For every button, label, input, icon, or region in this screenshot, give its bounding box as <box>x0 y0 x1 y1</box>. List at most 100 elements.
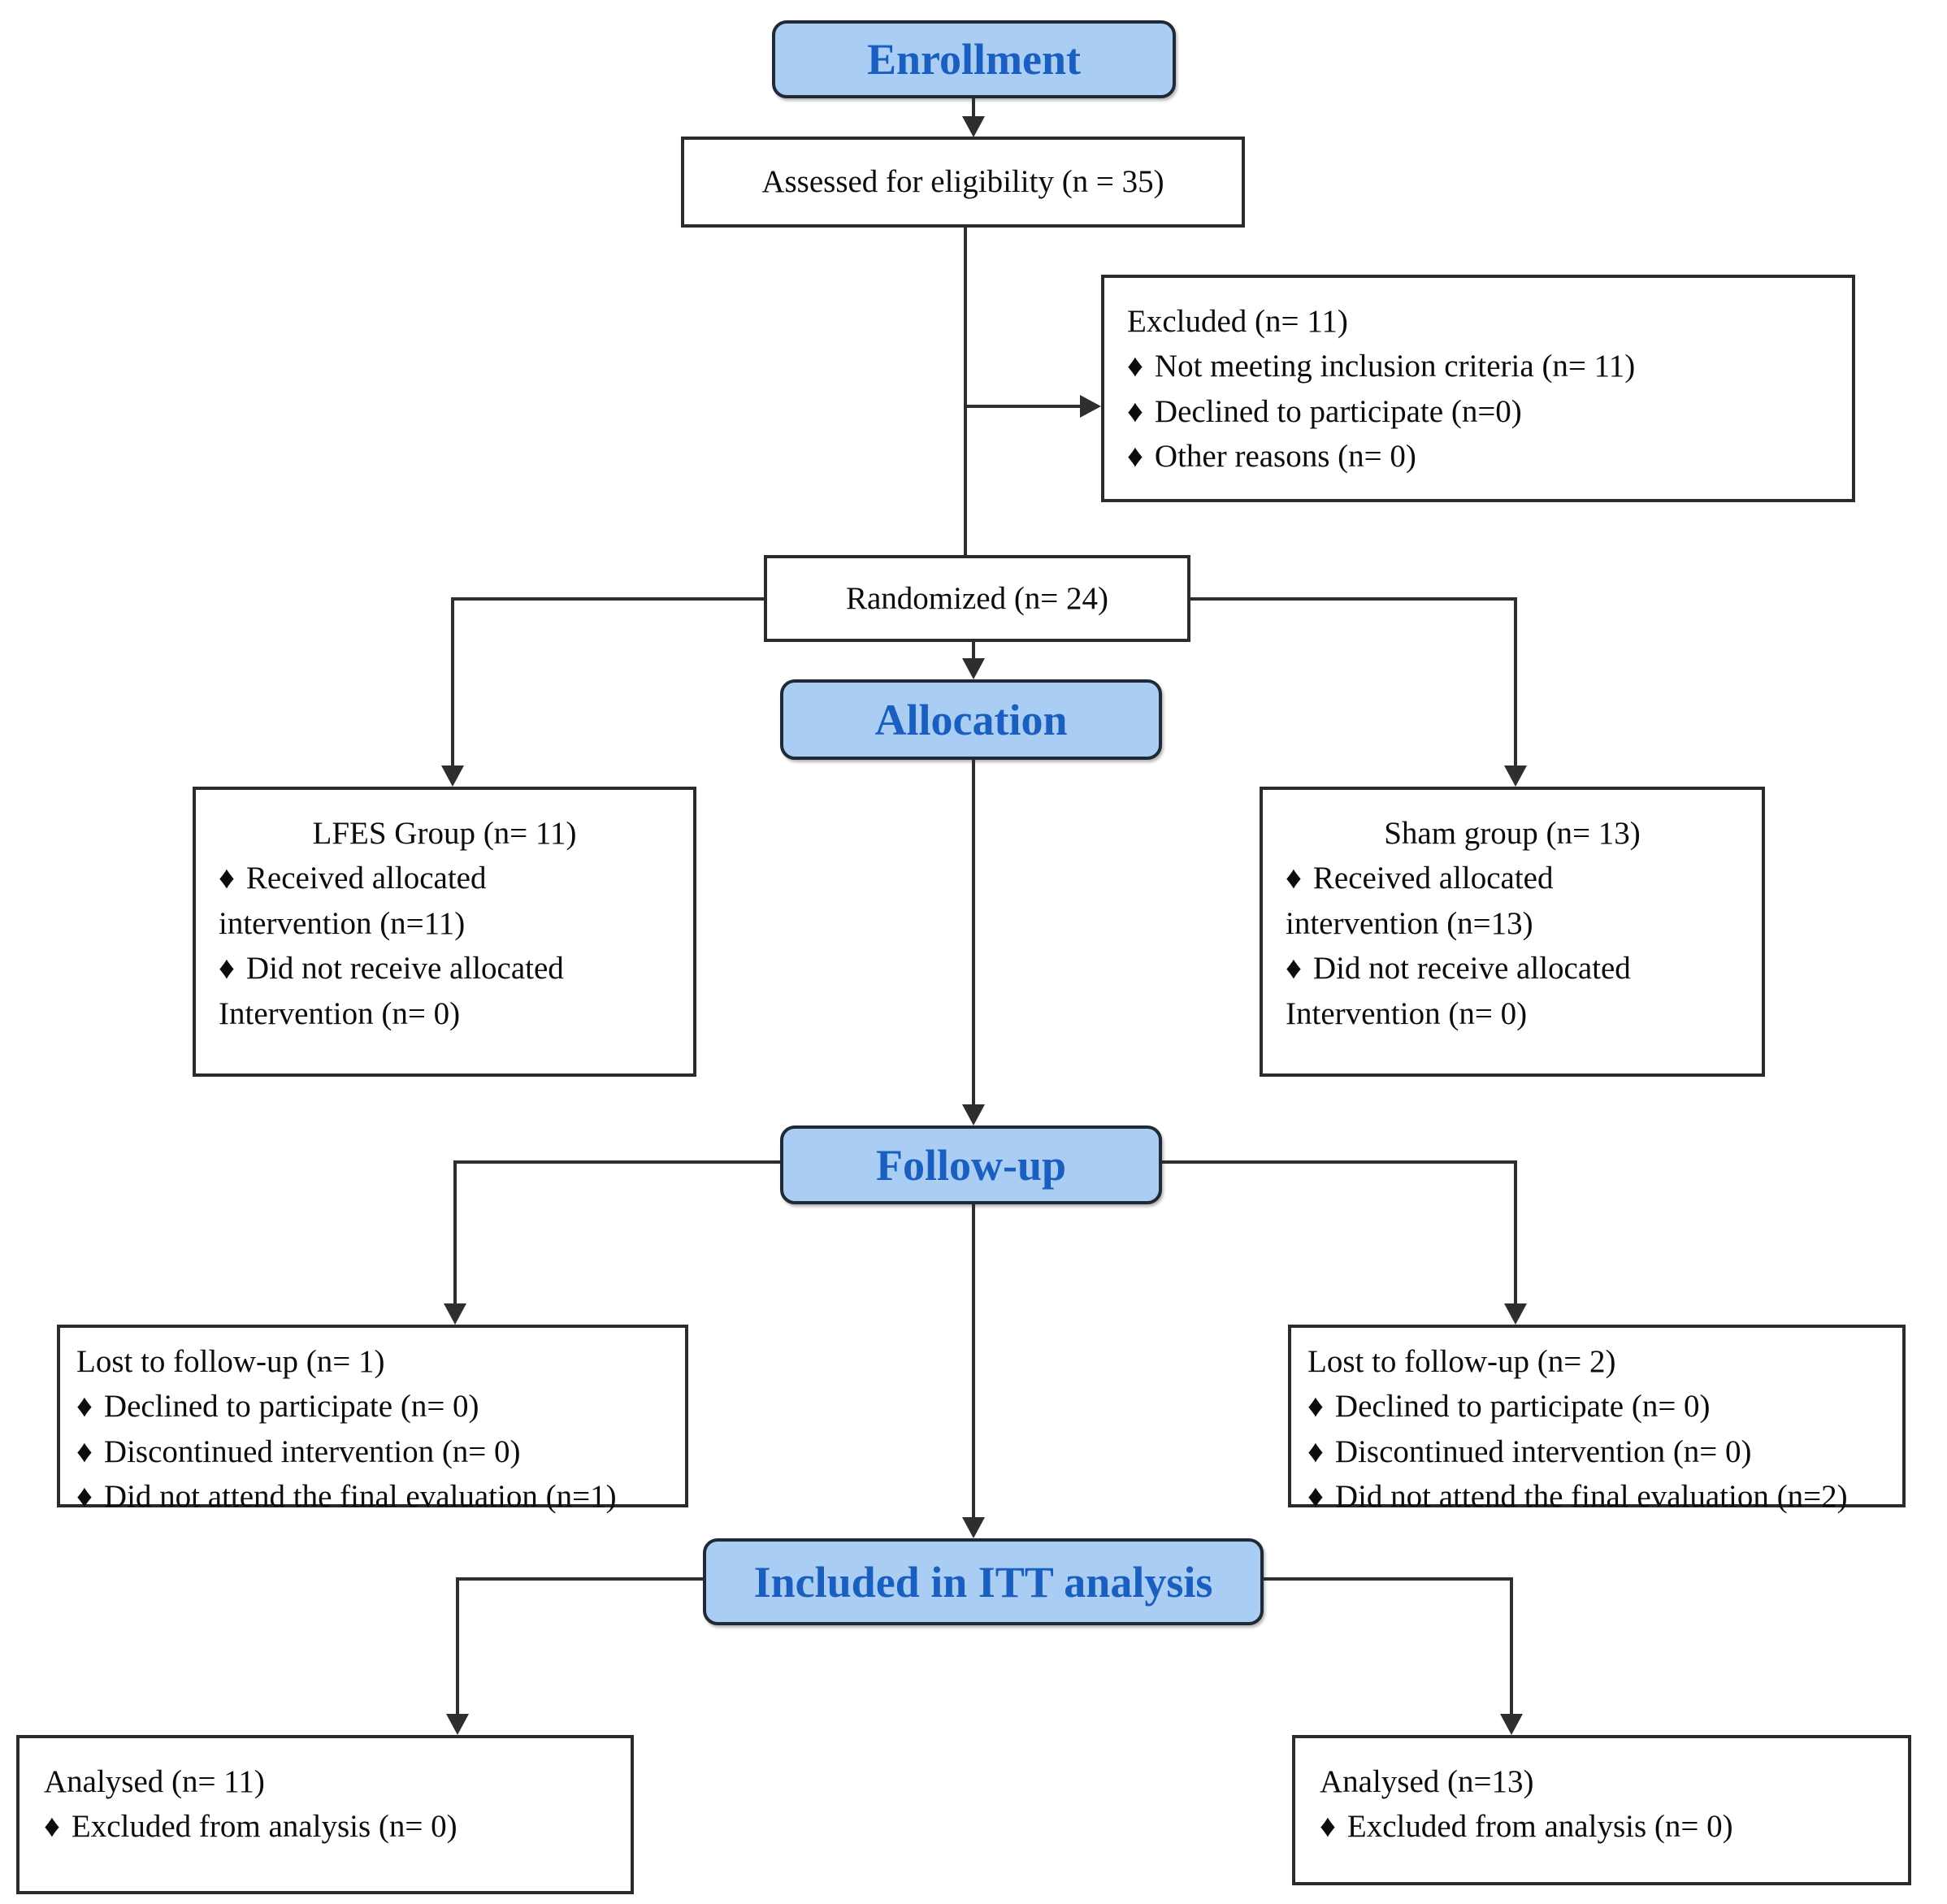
diamond-bullet-icon: ♦ <box>1286 951 1302 987</box>
lfes-bullet-text: Did not receive allocated Intervention (… <box>219 951 564 1031</box>
connector-allocation-followup <box>972 760 975 1106</box>
lost-followup-right-title: Lost to follow-up (n= 2) <box>1307 1344 1616 1379</box>
assessed-box: Assessed for eligibility (n = 35) <box>681 137 1245 228</box>
randomized-title: Randomized (n= 24) <box>845 580 1109 616</box>
stage-followup-label: Follow-up <box>875 1140 1067 1190</box>
diamond-bullet-icon: ♦ <box>1307 1433 1324 1469</box>
stage-allocation: Allocation <box>780 679 1162 760</box>
lost-right-bullet-text: Discontinued intervention (n= 0) <box>1334 1433 1752 1469</box>
connector-down-lost-left <box>453 1160 457 1305</box>
analysed-right-box: Analysed (n=13) ♦ Excluded from analysis … <box>1292 1735 1911 1885</box>
diamond-bullet-icon: ♦ <box>76 1479 93 1515</box>
diamond-bullet-icon: ♦ <box>1286 861 1302 896</box>
lfes-bullet-text: Received allocated intervention (n=11) <box>219 861 487 941</box>
analysed-right-bullet: ♦ Excluded from analysis (n= 0) <box>1320 1804 1884 1849</box>
lost-followup-left-box: Lost to follow-up (n= 1) ♦ Declined to pa… <box>57 1325 688 1514</box>
lost-left-bullet: ♦ Declined to participate (n= 0) <box>76 1384 669 1429</box>
arrowhead-into-analysed-right <box>1500 1714 1523 1735</box>
lost-right-bullet-text: Declined to participate (n= 0) <box>1334 1389 1711 1425</box>
lost-followup-left-title: Lost to follow-up (n= 1) <box>76 1344 385 1379</box>
connector-down-lfes <box>451 597 454 767</box>
connector-randomized-left <box>453 597 764 601</box>
lfes-group-box: LFES Group (n= 11) ♦Received allocated i… <box>193 787 696 1077</box>
arrowhead-into-lfes <box>441 766 464 787</box>
sham-bullet-text: Received allocated intervention (n=13) <box>1286 861 1554 941</box>
arrowhead-into-sham <box>1504 766 1527 787</box>
connector-randomized-allocation <box>972 642 975 660</box>
sham-bullet: ♦Did not receive allocated Intervention … <box>1286 946 1739 1036</box>
arrowhead-into-lost-right <box>1504 1303 1527 1325</box>
analysed-left-bullet-text: Excluded from analysis (n= 0) <box>71 1809 457 1845</box>
stage-followup: Follow-up <box>780 1125 1162 1204</box>
excluded-bullet-text: Not meeting inclusion criteria (n= 11) <box>1154 349 1636 384</box>
diamond-bullet-icon: ♦ <box>76 1389 93 1425</box>
diamond-bullet-icon: ♦ <box>219 861 235 896</box>
assessed-title: Assessed for eligibility (n = 35) <box>761 164 1164 200</box>
lost-right-bullet: ♦ Declined to participate (n= 0) <box>1307 1384 1886 1429</box>
diamond-bullet-icon: ♦ <box>1127 393 1143 429</box>
connector-followup-left <box>455 1160 780 1164</box>
lfes-bullet: ♦Did not receive allocated Intervention … <box>219 946 670 1036</box>
connector-followup-right <box>1162 1160 1516 1164</box>
arrowhead-into-allocation <box>962 658 985 679</box>
analysed-left-title: Analysed (n= 11) <box>44 1764 265 1799</box>
lost-right-bullet: ♦ Did not attend the final evaluation (n=… <box>1307 1474 1886 1519</box>
diamond-bullet-icon: ♦ <box>76 1433 93 1469</box>
connector-down-sham <box>1514 597 1517 767</box>
sham-group-box: Sham group (n= 13) ♦Received allocated i… <box>1260 787 1765 1077</box>
arrowhead-into-assessed <box>962 116 985 137</box>
sham-bullet: ♦Received allocated intervention (n=13) <box>1286 856 1739 946</box>
stage-enrollment-label: Enrollment <box>866 35 1081 84</box>
connector-followup-itt <box>972 1204 975 1517</box>
excluded-title: Excluded (n= 11) <box>1127 304 1348 339</box>
excluded-bullet: ♦ Not meeting inclusion criteria (n= 11) <box>1127 344 1829 388</box>
connector-assessed-randomized <box>964 228 967 555</box>
excluded-box: Excluded (n= 11) ♦ Not meeting inclusion … <box>1101 275 1855 502</box>
diamond-bullet-icon: ♦ <box>1307 1389 1324 1425</box>
arrowhead-into-analysed-left <box>446 1714 469 1735</box>
arrowhead-into-lost-left <box>444 1303 466 1325</box>
lfes-group-title: LFES Group (n= 11) <box>312 816 577 851</box>
stage-enrollment: Enrollment <box>772 20 1176 98</box>
analysed-right-bullet-text: Excluded from analysis (n= 0) <box>1346 1809 1733 1845</box>
excluded-bullet: ♦ Other reasons (n= 0) <box>1127 434 1829 479</box>
lost-left-bullet-text: Declined to participate (n= 0) <box>103 1389 479 1425</box>
analysed-left-box: Analysed (n= 11) ♦ Excluded from analysis… <box>16 1735 634 1894</box>
diamond-bullet-icon: ♦ <box>44 1809 60 1845</box>
lost-followup-right-box: Lost to follow-up (n= 2) ♦ Declined to pa… <box>1288 1325 1906 1514</box>
diamond-bullet-icon: ♦ <box>219 951 235 987</box>
connector-branch-excluded <box>965 405 1082 408</box>
connector-down-lost-right <box>1514 1160 1517 1305</box>
arrowhead-into-itt <box>962 1517 985 1538</box>
excluded-bullet-text: Declined to participate (n=0) <box>1154 393 1522 429</box>
lost-left-bullet: ♦ Discontinued intervention (n= 0) <box>76 1429 669 1474</box>
randomized-box: Randomized (n= 24) <box>764 555 1190 642</box>
excluded-bullet: ♦ Declined to participate (n=0) <box>1127 389 1829 434</box>
lfes-bullet: ♦Received allocated intervention (n=11) <box>219 856 670 946</box>
diamond-bullet-icon: ♦ <box>1320 1809 1336 1845</box>
analysed-right-title: Analysed (n=13) <box>1320 1764 1534 1799</box>
lost-left-bullet: ♦ Did not attend the final evaluation (n=… <box>76 1474 669 1519</box>
connector-itt-left <box>457 1577 703 1581</box>
arrowhead-into-excluded <box>1080 395 1101 418</box>
stage-allocation-label: Allocation <box>874 695 1068 744</box>
connector-randomized-right <box>1190 597 1516 601</box>
diamond-bullet-icon: ♦ <box>1127 349 1143 384</box>
arrowhead-into-followup <box>962 1104 985 1125</box>
excluded-bullet-text: Other reasons (n= 0) <box>1154 439 1416 475</box>
lost-left-bullet-text: Did not attend the final evaluation (n=1… <box>103 1479 617 1515</box>
sham-bullet-text: Did not receive allocated Intervention (… <box>1286 951 1631 1031</box>
lost-left-bullet-text: Discontinued intervention (n= 0) <box>103 1433 521 1469</box>
sham-group-title: Sham group (n= 13) <box>1384 816 1641 851</box>
connector-itt-right <box>1264 1577 1511 1581</box>
diamond-bullet-icon: ♦ <box>1127 439 1143 475</box>
lost-right-bullet: ♦ Discontinued intervention (n= 0) <box>1307 1429 1886 1474</box>
connector-enrollment-assessed <box>972 98 975 120</box>
analysed-left-bullet: ♦ Excluded from analysis (n= 0) <box>44 1804 606 1849</box>
diamond-bullet-icon: ♦ <box>1307 1479 1324 1515</box>
connector-down-analysed-right <box>1510 1577 1513 1715</box>
connector-down-analysed-left <box>456 1577 459 1715</box>
lost-right-bullet-text: Did not attend the final evaluation (n=2… <box>1334 1479 1848 1515</box>
stage-itt-analysis-label: Included in ITT analysis <box>753 1557 1213 1607</box>
